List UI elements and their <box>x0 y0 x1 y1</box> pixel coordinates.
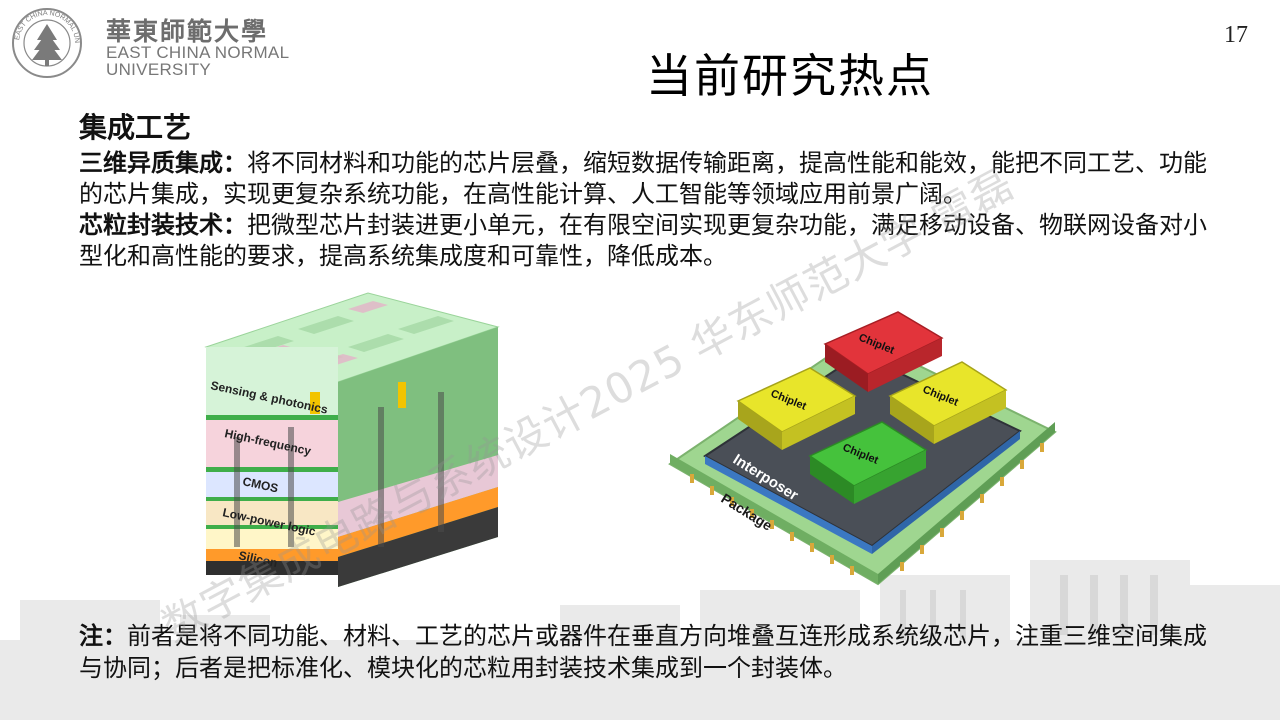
slide-title: 当前研究热点 <box>646 49 934 103</box>
term-3d-integration: 三维异质集成： <box>79 149 247 177</box>
university-logo: EAST CHINA NORMAL UNIVERSITY 華東師範大學 EAST… <box>10 6 300 78</box>
university-seal-icon: EAST CHINA NORMAL UNIVERSITY <box>10 6 82 78</box>
note-label: 注： <box>79 622 127 650</box>
term-chiplet-packaging: 芯粒封装技术： <box>79 211 247 239</box>
university-name-en-line1: EAST CHINA NORMAL <box>106 43 290 62</box>
section-heading: 集成工艺 <box>79 111 192 144</box>
paragraph-3d-integration: 三维异质集成：将不同材料和功能的芯片层叠，缩短数据传输距离，提高性能和能效，能把… <box>79 148 1209 210</box>
page-number: 17 <box>1224 22 1248 48</box>
text-chiplet-packaging: 把微型芯片封装进更小单元，在有限空间实现更复杂功能，满足移动设备、物联网设备对小… <box>79 211 1207 270</box>
university-name-cn: 華東師範大學 <box>106 17 269 46</box>
university-name-en: EAST CHINA NORMAL UNIVERSITY <box>106 44 289 78</box>
chiplet-package-figure: Chiplet Chiplet Chiplet Chiplet Interpos… <box>668 311 1057 586</box>
paragraph-chiplet-packaging: 芯粒封装技术：把微型芯片封装进更小单元，在有限空间实现更复杂功能，满足移动设备、… <box>79 210 1209 272</box>
university-name-en-line2: UNIVERSITY <box>106 60 212 79</box>
text-3d-integration: 将不同材料和功能的芯片层叠，缩短数据传输距离，提高性能和能效，能把不同工艺、功能… <box>79 149 1207 208</box>
note-text: 前者是将不同功能、材料、工艺的芯片或器件在垂直方向堆叠互连形成系统级芯片，注重三… <box>79 622 1207 682</box>
note-block: 注：前者是将不同功能、材料、工艺的芯片或器件在垂直方向堆叠互连形成系统级芯片，注… <box>79 620 1209 684</box>
content-block: 集成工艺 三维异质集成：将不同材料和功能的芯片层叠，缩短数据传输距离，提高性能和… <box>79 108 1209 272</box>
3d-stack-figure: Sensing & photonics High-frequency CMOS … <box>204 292 500 587</box>
